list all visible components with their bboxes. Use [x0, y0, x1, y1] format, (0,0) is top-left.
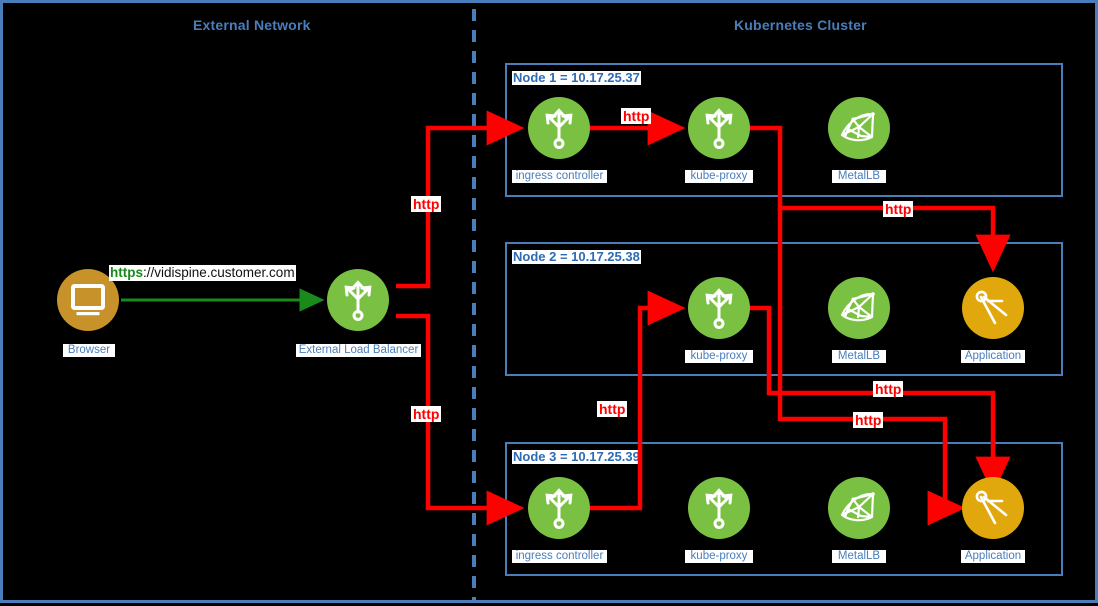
node3-metallb-caption: MetalLB — [832, 550, 886, 563]
node2-metallb[interactable] — [828, 277, 890, 339]
node2-application-caption: Application — [961, 350, 1025, 363]
edge-label-lower-upper: http — [873, 381, 904, 397]
edge-label-node3-to-node2-kubeproxy: http — [597, 401, 628, 417]
node2-kube-proxy-caption: kube-proxy — [685, 350, 753, 363]
node2-kube-proxy[interactable] — [688, 277, 750, 339]
service-trident-icon — [545, 488, 573, 529]
node-label-3: Node 3 = 10.17.25.39 — [512, 449, 641, 464]
node3-application[interactable] — [962, 477, 1024, 539]
external-load-balancer-caption: External Load Balancer — [296, 344, 421, 357]
browser-node[interactable] — [57, 269, 119, 331]
mesh-net-icon — [840, 492, 875, 522]
node1-ingress-controller[interactable] — [528, 97, 590, 159]
browser-caption: Browser — [63, 344, 115, 357]
node3-kube-proxy[interactable] — [688, 477, 750, 539]
service-trident-icon — [705, 288, 733, 329]
edge-label-node1-to-node2-app: http — [883, 201, 914, 217]
edge-label-lb-to-node1: http — [411, 196, 442, 212]
node2-metallb-caption: MetalLB — [832, 350, 886, 363]
node-label-2: Node 2 = 10.17.25.38 — [512, 249, 641, 264]
node2-application[interactable] — [962, 277, 1024, 339]
node1-ingress-controller-caption: ingress controller — [512, 170, 607, 183]
node3-ingress-controller-caption: ingress controller — [512, 550, 607, 563]
mesh-net-icon — [840, 292, 875, 322]
compass-divider-icon — [975, 290, 1008, 325]
node3-application-caption: Application — [961, 550, 1025, 563]
monitor-icon — [71, 284, 105, 316]
node1-kube-proxy[interactable] — [688, 97, 750, 159]
kubernetes-cluster-title: Kubernetes Cluster — [734, 17, 867, 33]
edge-label-node1-internal: http — [621, 108, 652, 124]
mesh-net-icon — [840, 112, 875, 142]
node1-kube-proxy-caption: kube-proxy — [685, 170, 753, 183]
external-load-balancer-node[interactable] — [327, 269, 389, 331]
service-trident-icon — [344, 280, 372, 321]
compass-divider-icon — [975, 490, 1008, 525]
url-rest: ://vidispine.customer.com — [143, 265, 295, 280]
node3-metallb[interactable] — [828, 477, 890, 539]
node-label-1: Node 1 = 10.17.25.37 — [512, 70, 641, 85]
url-label: https://vidispine.customer.com — [109, 265, 296, 281]
edge-label-lb-to-node3: http — [411, 406, 442, 422]
service-trident-icon — [705, 108, 733, 149]
url-scheme: https — [110, 265, 143, 280]
external-network-title: External Network — [193, 17, 311, 33]
node1-metallb[interactable] — [828, 97, 890, 159]
service-trident-icon — [705, 488, 733, 529]
node3-ingress-controller[interactable] — [528, 477, 590, 539]
node3-kube-proxy-caption: kube-proxy — [685, 550, 753, 563]
node1-metallb-caption: MetalLB — [832, 170, 886, 183]
edge-label-lower-lower: http — [853, 412, 884, 428]
service-trident-icon — [545, 108, 573, 149]
